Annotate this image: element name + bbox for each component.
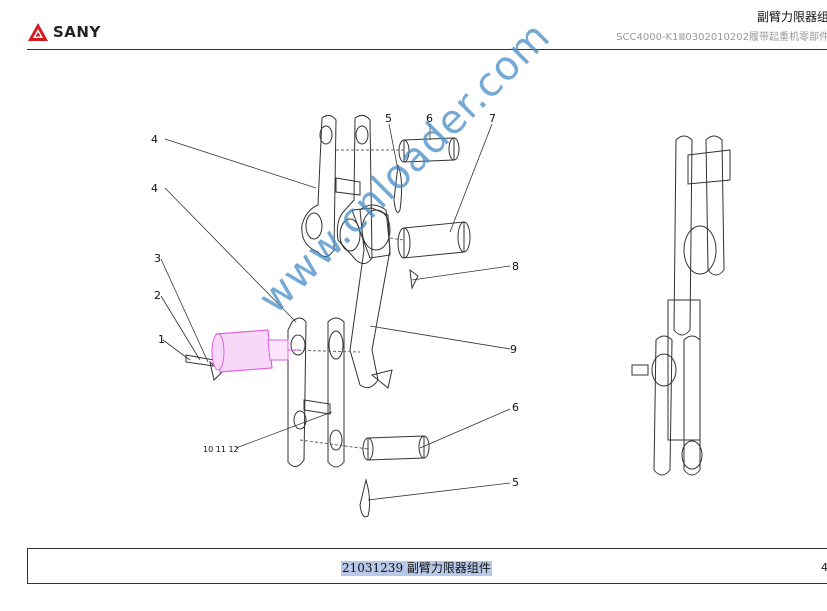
lower-link-plate	[287, 317, 345, 468]
callout-3: 3	[154, 252, 161, 265]
callout-4a: 4	[151, 133, 158, 146]
center-bar	[349, 204, 393, 389]
callout-4b: 4	[151, 182, 158, 195]
callout-5-top: 5	[385, 112, 392, 125]
split-pin-top	[393, 164, 403, 213]
pin-6-top	[398, 137, 460, 163]
callout-8: 8	[512, 260, 519, 273]
callout-5-bottom: 5	[512, 476, 519, 489]
callout-6-top: 6	[426, 112, 433, 125]
brand-name: SANY	[53, 23, 101, 41]
sany-logo-icon	[28, 23, 48, 41]
document-subtitle: SCC4000-K1Ⅲ0302010202履带起重机零部件	[616, 32, 827, 43]
page-number: 4	[821, 561, 827, 574]
callout-10-11-12: 10 11 12	[203, 445, 239, 454]
load-sensor	[211, 329, 300, 373]
callout-2: 2	[154, 289, 161, 302]
document-title: 副臂力限器组	[756, 10, 827, 24]
pin-7	[397, 221, 471, 259]
leader-lines	[160, 123, 511, 501]
callout-6-bottom: 6	[512, 401, 519, 414]
split-pin-bottom	[359, 478, 371, 518]
callout-1: 1	[158, 333, 165, 346]
pin-6-bottom	[362, 435, 430, 461]
callout-9: 9	[510, 343, 517, 356]
sany-logo: SANY	[27, 22, 101, 42]
title-block	[27, 548, 827, 584]
header-divider	[27, 49, 827, 50]
drawing-caption: 21031239 副臂力限器组件	[341, 561, 492, 576]
assembled-side-view	[631, 135, 731, 476]
callout-7: 7	[489, 112, 496, 125]
pin-8	[409, 268, 419, 290]
